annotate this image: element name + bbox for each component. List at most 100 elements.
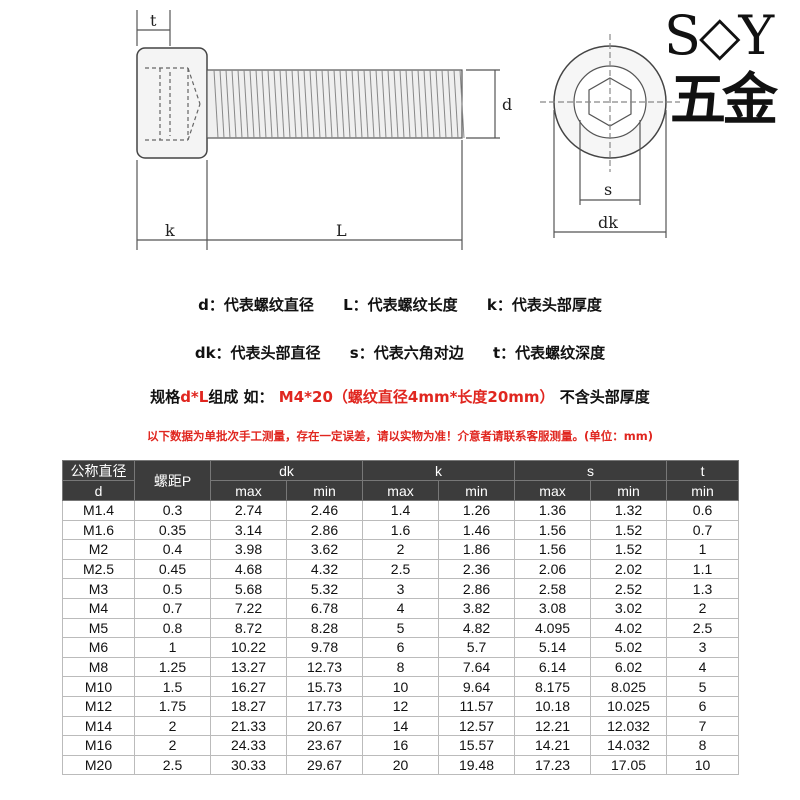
table-cell: 1.1 [666, 558, 740, 580]
header-s: s [514, 460, 668, 481]
table-cell: M1.4 [62, 500, 135, 521]
table-cell: 2.06 [514, 558, 592, 580]
spec-formula: d*L [180, 388, 209, 406]
table-cell: 5.7 [438, 637, 516, 658]
table-cell: M20 [62, 754, 135, 776]
legend-row-1: d：代表螺纹直径 L：代表螺纹长度 k：代表头部厚度 [0, 294, 800, 315]
table-cell: 0.45 [134, 558, 211, 580]
table-cell: 15.73 [285, 676, 364, 697]
table-cell: 7.64 [438, 656, 516, 678]
table-cell: 8.025 [590, 676, 668, 697]
table-cell: M16 [62, 735, 135, 756]
table-cell: 9.64 [438, 676, 516, 697]
table-cell: 2 [362, 539, 440, 560]
table-cell: 20.67 [285, 715, 364, 737]
legend-k: k：代表头部厚度 [486, 296, 602, 314]
table-cell: 0.6 [666, 500, 740, 521]
dimension-table: 公称直径 螺距P dk k s t d max min max min max … [62, 460, 740, 776]
table-cell: 4.095 [514, 617, 592, 639]
legend-t: t：代表螺纹深度 [492, 344, 606, 362]
table-cell: 1 [666, 539, 740, 560]
table-cell: 1.52 [590, 539, 668, 560]
table-cell: 1.56 [514, 519, 592, 541]
table-cell: M3 [62, 578, 135, 599]
table-cell: 1.32 [590, 500, 668, 521]
table-cell: 24.33 [210, 735, 287, 756]
table-cell: 2.52 [590, 578, 668, 599]
table-cell: 4.32 [285, 558, 364, 580]
legend-s: s：代表六角对边 [349, 344, 464, 362]
table-cell: 9.78 [285, 637, 364, 658]
table-cell: 1.5 [134, 676, 211, 697]
table-cell: 3.08 [514, 597, 592, 619]
table-cell: 19.48 [438, 754, 516, 776]
legend-dk: dk：代表头部直径 [194, 344, 321, 362]
table-cell: 12.21 [514, 715, 592, 737]
legend-L: L：代表螺纹长度 [343, 296, 458, 314]
legend-row-2: dk：代表头部直径 s：代表六角对边 t：代表螺纹深度 [0, 342, 800, 363]
table-cell: 8.72 [210, 617, 287, 639]
spec-suffix: 不含头部厚度 [559, 388, 650, 406]
dim-label-s: s [604, 180, 612, 199]
table-cell: 3.82 [438, 597, 516, 619]
table-cell: 1.25 [134, 656, 211, 678]
table-cell: 2.5 [362, 558, 440, 580]
table-cell: 0.5 [134, 578, 211, 599]
table-cell: 10.18 [514, 695, 592, 717]
logo-line-1: S◇Y [664, 4, 774, 67]
table-cell: M2.5 [62, 558, 135, 580]
table-header-row-1: 公称直径 螺距P dk k s t [62, 460, 740, 501]
table-cell: 0.3 [134, 500, 211, 521]
table-cell: 1.46 [438, 519, 516, 541]
thread-lines [213, 69, 465, 139]
header-k: k [362, 460, 516, 481]
table-cell: 10 [666, 754, 740, 776]
header-dk: dk [209, 460, 364, 481]
header-s-min: min [590, 480, 668, 501]
table-cell: 12.73 [285, 656, 364, 678]
table-cell: 2.74 [210, 500, 287, 521]
table-cell: 18.27 [210, 695, 287, 717]
socket-hidden-lines [145, 67, 201, 141]
table-cell: 0.7 [666, 519, 740, 541]
table-cell: 4 [362, 597, 440, 619]
table-cell: 3.02 [590, 597, 668, 619]
table-cell: 5 [666, 676, 740, 697]
table-cell: 0.8 [134, 617, 211, 639]
table-cell: 5.32 [285, 578, 364, 599]
table-cell: 1.75 [134, 695, 211, 717]
logo-line-2: 五金 [670, 67, 778, 133]
table-cell: 16 [362, 735, 440, 756]
table-cell: 1.4 [362, 500, 440, 521]
table-cell: 7.22 [210, 597, 287, 619]
table-cell: 1 [134, 637, 211, 658]
table-cell: 5.68 [210, 578, 287, 599]
header-nominal-line1: 公称直径 [62, 460, 135, 481]
table-cell: 21.33 [210, 715, 287, 737]
header-dk-min: min [285, 480, 364, 501]
table-cell: 8.28 [285, 617, 364, 639]
table-cell: 20 [362, 754, 440, 776]
header-pitch: 螺距P [134, 460, 211, 501]
table-cell: 1.36 [514, 500, 592, 521]
table-cell: 2.36 [438, 558, 516, 580]
table-cell: 14.032 [590, 735, 668, 756]
table-cell: 5 [362, 617, 440, 639]
table-cell: 5.02 [590, 637, 668, 658]
header-t-min: min [666, 480, 740, 501]
table-cell: 6 [362, 637, 440, 658]
legend-d: d：代表螺纹直径 [198, 296, 314, 314]
table-cell: 4.82 [438, 617, 516, 639]
header-dk-max: max [210, 480, 287, 501]
screw-technical-drawing: t d k L s dk [136, 10, 680, 250]
table-cell: 6.14 [514, 656, 592, 678]
table-cell: 5.14 [514, 637, 592, 658]
screw-head [136, 47, 208, 159]
